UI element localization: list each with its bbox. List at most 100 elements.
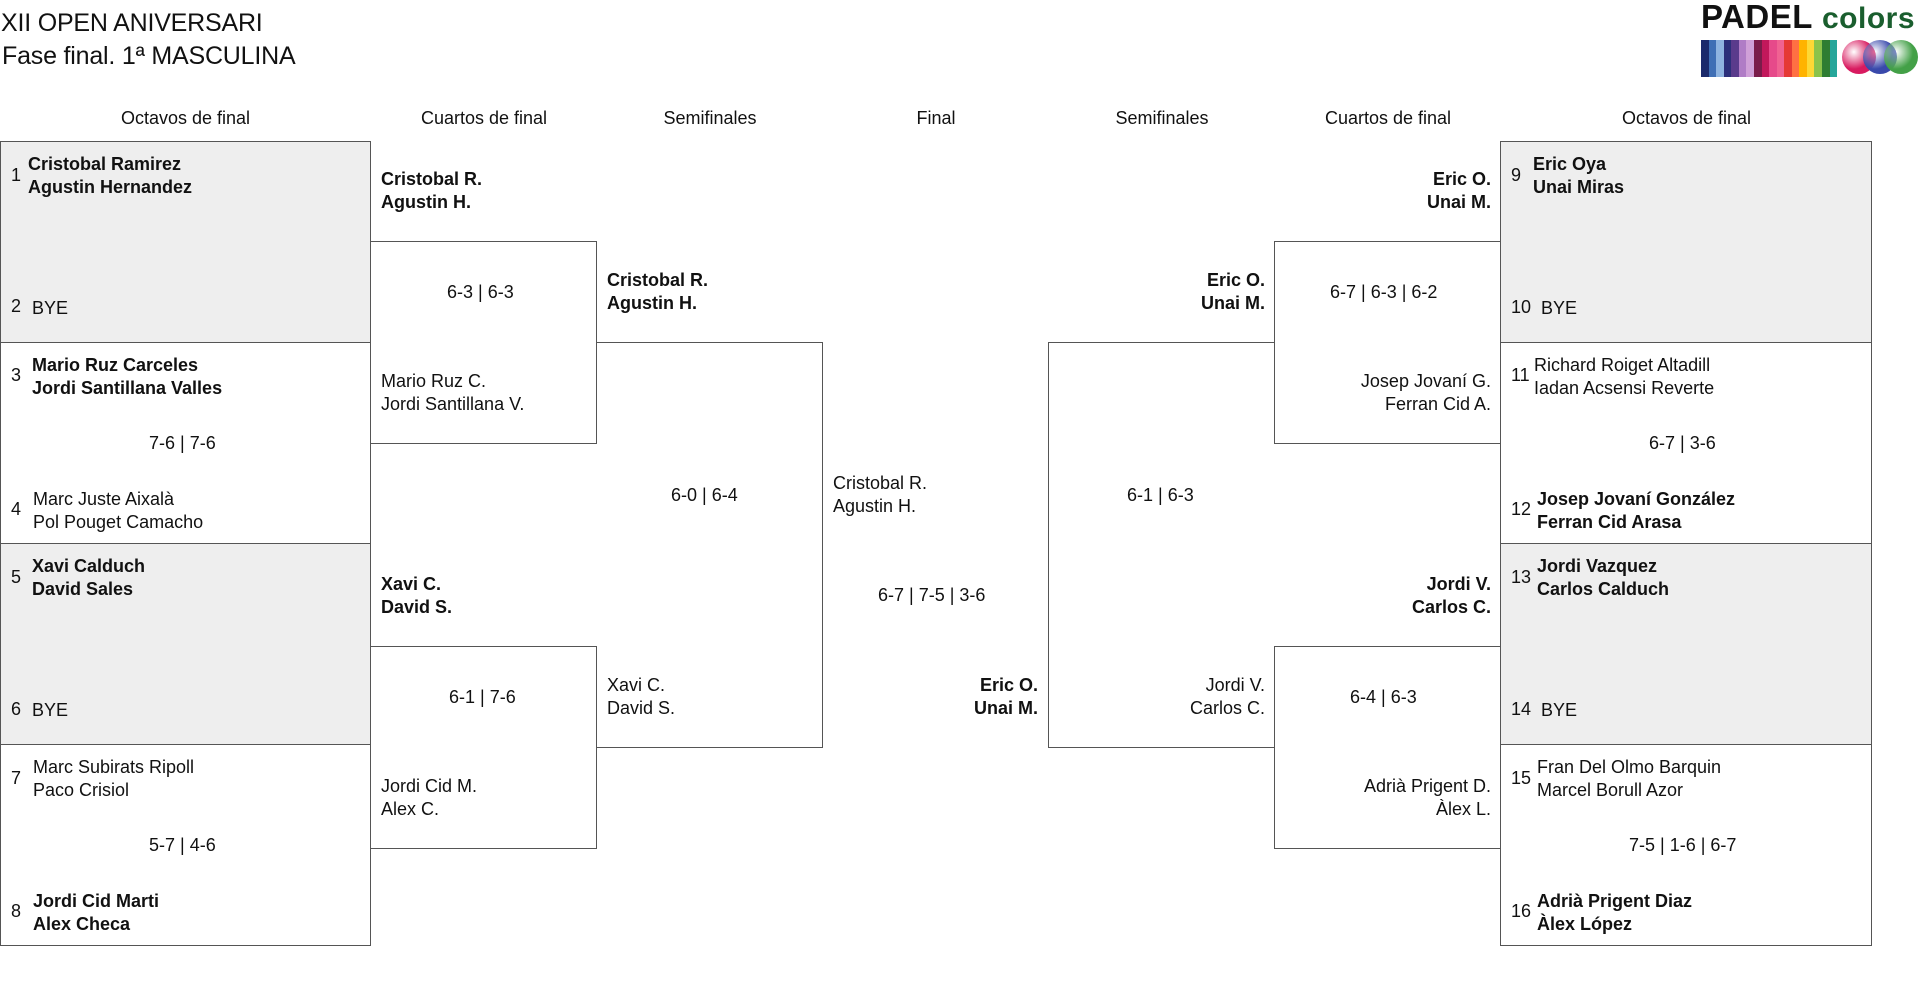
logo-stripe	[1784, 40, 1792, 77]
round-label-r16-left: Octavos de final	[120, 108, 251, 128]
bye-label: BYE	[1541, 298, 1578, 318]
match-score: 7-5 | 1-6 | 6-7	[1629, 835, 1737, 855]
bye-label: BYE	[1541, 700, 1578, 720]
round-label-qf-right: Cuartos de final	[1324, 108, 1452, 128]
logo-stripe	[1723, 40, 1732, 77]
final-team: Cristobal R.Agustin H.	[833, 473, 928, 516]
logo-stripe	[1746, 40, 1754, 77]
sf-left-team: Cristobal R.Agustin H.	[607, 270, 709, 313]
sf-left-team: Xavi C.David S.	[607, 675, 676, 718]
logo-stripe	[1731, 40, 1739, 77]
qf-right-team: Josep Jovaní G.Ferran Cid A.	[1360, 371, 1491, 414]
qf-left-team: Mario Ruz C.Jordi Santillana V.	[381, 371, 525, 414]
match-score: 6-1 | 6-3	[1127, 485, 1194, 505]
round-label-r16-right: Octavos de final	[1621, 108, 1752, 128]
qf-left-team: Cristobal R.Agustin H.	[381, 169, 483, 212]
logo-stripe	[1753, 40, 1762, 77]
seed-number: 15	[1511, 768, 1532, 788]
match-score: 6-7 | 6-3 | 6-2	[1330, 282, 1438, 302]
match-sf-right: 6-1 | 6-3 Jordi V.Carlos C.	[1048, 342, 1275, 748]
sf-right-team: Eric O.Unai M.	[1200, 270, 1265, 313]
seed-number: 5	[11, 567, 22, 587]
match-qf-right-1: 6-7 | 6-3 | 6-2 Josep Jovaní G.Ferran Ci…	[1274, 241, 1501, 444]
logo-stripe	[1738, 40, 1747, 77]
logo-stripe	[1701, 40, 1709, 77]
match-score: 5-7 | 4-6	[149, 835, 216, 855]
logo-stripe	[1769, 40, 1777, 77]
logo-stripe	[1708, 40, 1717, 77]
seed-number: 14	[1511, 699, 1532, 719]
logo-stripe	[1791, 40, 1800, 77]
match-score: 6-0 | 6-4	[671, 485, 738, 505]
seed-number: 12	[1511, 499, 1532, 519]
qf-left-team: Jordi Cid M.Alex C.	[381, 776, 478, 819]
seed-number: 4	[11, 499, 22, 519]
seed-number: 11	[1511, 365, 1530, 385]
bye-label: BYE	[32, 298, 69, 318]
match-score: 6-7 | 3-6	[1649, 433, 1716, 453]
match-score: 6-3 | 6-3	[447, 282, 514, 302]
seed-number: 6	[11, 699, 22, 719]
match-score: 6-4 | 6-3	[1350, 687, 1417, 707]
round-label-sf-right: Semifinales	[1115, 108, 1209, 128]
round-label-final: Final	[916, 108, 956, 128]
round-label-qf-left: Cuartos de final	[420, 108, 548, 128]
seed-number: 13	[1511, 567, 1532, 587]
logo-stripe	[1829, 40, 1838, 77]
seed-number: 3	[11, 365, 22, 385]
match-score: 7-6 | 7-6	[149, 433, 216, 453]
logo-stripe	[1822, 40, 1830, 77]
logo-stripe	[1814, 40, 1822, 77]
seed-number: 2	[11, 296, 22, 316]
logo-ball	[1884, 40, 1918, 74]
logo-stripe	[1776, 40, 1785, 77]
seed-number: 7	[11, 768, 22, 788]
bye-label: BYE	[32, 700, 69, 720]
final-team: Eric O.Unai M.	[973, 675, 1038, 718]
qf-right-team: Eric O.Unai M.	[1426, 169, 1491, 212]
logo-stripe	[1716, 40, 1724, 77]
qf-left-team: Xavi C.David S.	[381, 574, 453, 617]
logo-word-padel: PADEL	[1701, 0, 1813, 35]
seed-number: 1	[11, 165, 22, 185]
phase-subtitle: Fase final. 1ª MASCULINA	[2, 42, 296, 70]
seed-number: 9	[1511, 165, 1522, 185]
match-qf-left-2: 6-1 | 7-6 Jordi Cid M.Alex C.	[370, 646, 597, 849]
qf-right-team: Jordi V.Carlos C.	[1411, 574, 1491, 617]
seed-number: 16	[1511, 901, 1532, 921]
logo-word-colors: colors	[1821, 2, 1915, 35]
match-qf-right-2: 6-4 | 6-3 Adrià Prigent D.Àlex L.	[1274, 646, 1501, 849]
qf-right-team: Adrià Prigent D.Àlex L.	[1363, 776, 1491, 819]
match-score: 6-1 | 7-6	[449, 687, 516, 707]
round-label-sf-left: Semifinales	[663, 108, 757, 128]
logo-stripe	[1806, 40, 1815, 77]
logo-stripe	[1799, 40, 1807, 77]
final-score: 6-7 | 7-5 | 3-6	[878, 585, 986, 605]
match-sf-left: 6-0 | 6-4 Xavi C.David S.	[596, 342, 823, 748]
seed-number: 8	[11, 901, 22, 921]
seed-number: 10	[1511, 297, 1532, 317]
sf-right-team: Jordi V.Carlos C.	[1189, 675, 1265, 718]
tournament-title: XII OPEN ANIVERSARI	[1, 9, 263, 37]
logo-stripes-icon	[1701, 40, 1838, 77]
logo-stripe	[1761, 40, 1770, 77]
